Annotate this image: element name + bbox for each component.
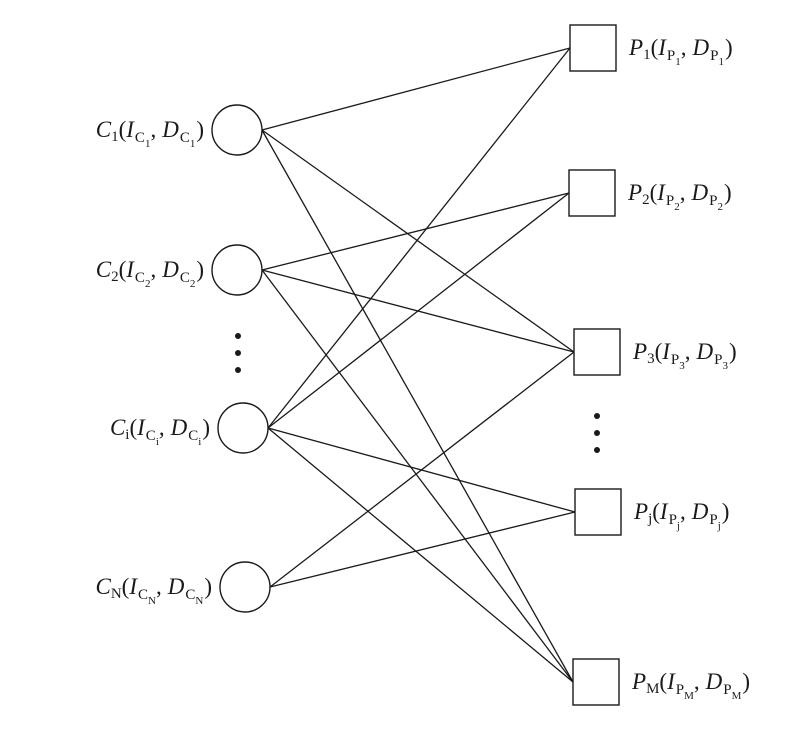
provider-node-p3: [573, 328, 621, 376]
edge-ci-p2: [267, 192, 570, 429]
consumer-node-cn: [219, 561, 271, 613]
provider-ellipsis-dot: [594, 447, 600, 453]
edge-layer: [261, 47, 576, 683]
edge-c1-p3: [261, 129, 575, 353]
provider-label-p3: P3(IP3,DP3): [632, 339, 737, 372]
consumer-node-c2: [211, 244, 263, 296]
edge-c1-p1: [261, 47, 571, 131]
provider-node-pm: [572, 658, 620, 706]
edge-c2-p2: [261, 192, 570, 271]
edge-ci-pm: [267, 427, 574, 683]
edge-c2-pm: [261, 269, 574, 683]
provider-label-p2: P2(IP2,DP2): [627, 180, 732, 213]
provider-ellipsis-dot: [594, 430, 600, 436]
provider-label-p1: P1(IP1,DP1): [628, 35, 733, 68]
edge-ci-p1: [267, 47, 571, 429]
provider-label-pj: Pj(IPj,DPj): [633, 499, 729, 532]
ellipsis-layer: [235, 333, 600, 453]
edge-c1-pm: [261, 129, 574, 683]
consumer-label-cn: CN(ICN,DCN): [95, 574, 212, 607]
consumer-node-c1: [211, 104, 263, 156]
edge-cn-pj: [269, 511, 576, 588]
provider-ellipsis-dot: [594, 413, 600, 419]
provider-node-p2: [568, 169, 616, 217]
consumer-ellipsis-dot: [235, 367, 241, 373]
provider-label-pm: PM(IPM,DPM): [631, 669, 750, 702]
provider-node-p1: [569, 24, 617, 72]
edge-cn-p3: [269, 351, 575, 588]
provider-node-pj: [574, 488, 622, 536]
node-layer: [211, 24, 622, 706]
consumer-label-c1: C1(IC1,DC1): [96, 117, 204, 150]
consumer-node-ci: [217, 402, 269, 454]
consumer-label-ci: Ci(ICi,DCi): [110, 415, 210, 448]
consumer-label-c2: C2(IC2,DC2): [96, 257, 204, 290]
label-layer: C1(IC1,DC1) C2(IC2,DC2) Ci(ICi,DCi) CN(ICN,…: [95, 35, 750, 702]
consumer-ellipsis-dot: [235, 350, 241, 356]
consumer-ellipsis-dot: [235, 333, 241, 339]
